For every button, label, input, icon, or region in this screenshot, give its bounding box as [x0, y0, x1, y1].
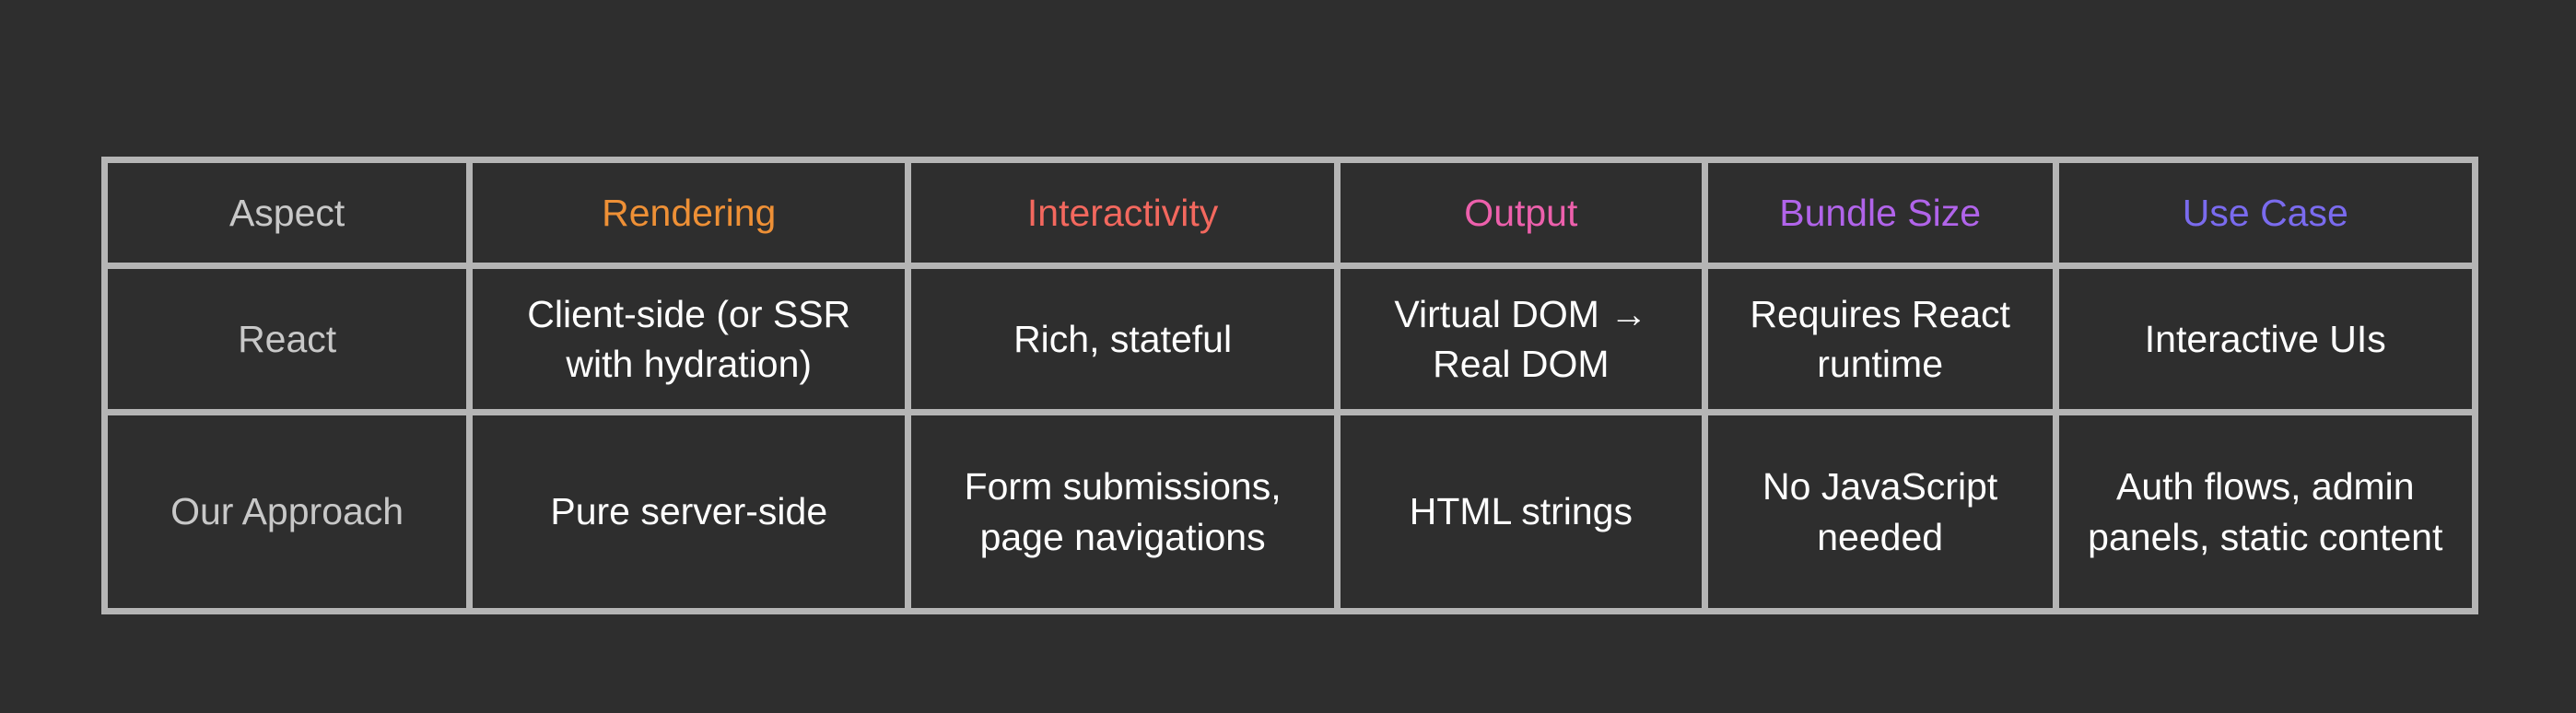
header-cell-output: Output: [1333, 157, 1708, 269]
cell-react-use-case: Interactive UIs: [2052, 263, 2479, 415]
cell-approach-rendering: Pure server-side: [466, 409, 912, 614]
cell-approach-use-case: Auth flows, admin panels, static content: [2052, 409, 2479, 614]
table-row-react: React Client-side (or SSR with hydration…: [100, 263, 2479, 415]
header-cell-bundle-size: Bundle Size: [1701, 157, 2059, 269]
row-label-our-approach: Our Approach: [100, 409, 474, 614]
cell-react-output: Virtual DOM → Real DOM: [1333, 263, 1708, 415]
header-cell-rendering: Rendering: [466, 157, 912, 269]
cell-react-interactivity: Rich, stateful: [905, 263, 1341, 415]
cell-react-rendering: Client-side (or SSR with hydration): [466, 263, 912, 415]
cell-react-bundle-size: Requires React runtime: [1701, 263, 2059, 415]
table-row-our-approach: Our Approach Pure server-side Form submi…: [100, 409, 2479, 614]
table-header-row: Aspect Rendering Interactivity Output Bu…: [100, 157, 2479, 269]
cell-approach-output: HTML strings: [1333, 409, 1708, 614]
header-cell-interactivity: Interactivity: [905, 157, 1341, 269]
comparison-table: Aspect Rendering Interactivity Output Bu…: [100, 157, 2479, 614]
cell-approach-bundle-size: No JavaScript needed: [1701, 409, 2059, 614]
header-cell-use-case: Use Case: [2052, 157, 2479, 269]
cell-approach-interactivity: Form submissions, page navigations: [905, 409, 1341, 614]
row-label-react: React: [100, 263, 474, 415]
header-cell-aspect: Aspect: [100, 157, 474, 269]
